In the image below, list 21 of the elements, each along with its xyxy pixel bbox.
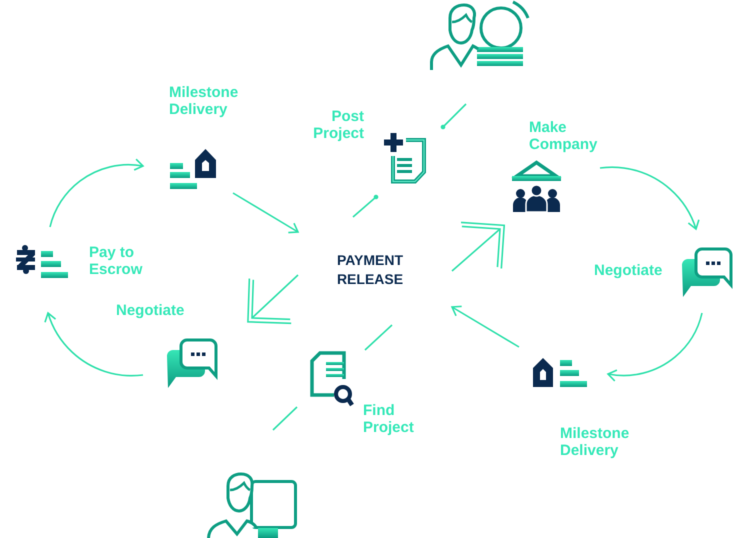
step-label: Find Project bbox=[363, 402, 414, 436]
arrow bbox=[247, 274, 299, 324]
step-label: Make Company bbox=[529, 119, 598, 153]
arrow bbox=[232, 192, 299, 234]
step-label: Negotiate bbox=[116, 302, 184, 319]
step-label: Post Project bbox=[313, 108, 364, 142]
curved-arrow bbox=[44, 312, 144, 376]
arrow bbox=[451, 306, 520, 348]
curved-arrow bbox=[49, 158, 144, 228]
step-label: Pay to Escrow bbox=[89, 244, 144, 278]
step-label: Milestone Delivery bbox=[560, 425, 630, 459]
connector-line bbox=[272, 406, 298, 431]
connector-line bbox=[440, 103, 467, 130]
curved-arrow bbox=[607, 312, 703, 382]
step-label: Milestone Delivery bbox=[169, 84, 238, 118]
arrow bbox=[451, 222, 506, 272]
connector-line bbox=[364, 324, 393, 351]
step-label: Negotiate bbox=[594, 262, 662, 279]
curved-arrow bbox=[600, 166, 700, 230]
connector-line bbox=[352, 194, 378, 218]
center-label: PAYMENT RELEASE bbox=[336, 251, 404, 289]
